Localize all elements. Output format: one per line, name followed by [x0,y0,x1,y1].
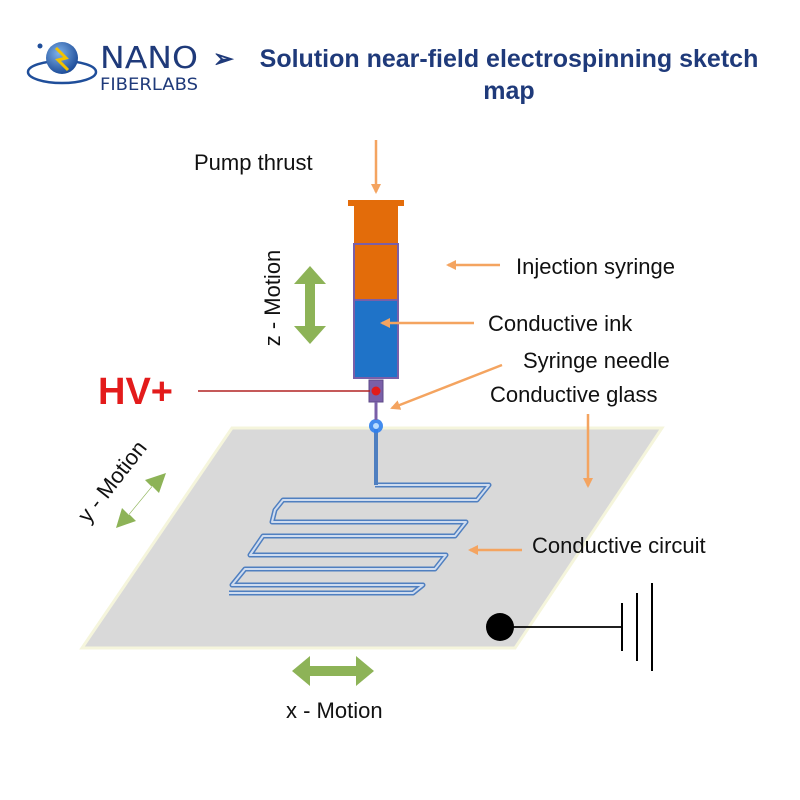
syringe-plunger-cap [348,200,404,206]
x-motion-label: x - Motion [286,698,383,723]
hv-label: HV+ [98,371,173,413]
pump-thrust-label: Pump thrust [194,150,313,175]
z-motion-label: z - Motion [260,250,285,347]
globe-icon [26,42,98,85]
z-motion-arrow [294,266,326,344]
page-title: Solution near-field electrospinning sket… [260,45,759,73]
logo: NANO FIBERLABS [26,41,198,95]
page-title-line2: map [483,77,534,105]
conductive-ink-label: Conductive ink [488,311,633,336]
logo-name: NANO [100,41,198,76]
pointer-arrows [371,140,593,555]
syringe-needle-arrow [390,363,503,410]
injection-syringe-label: Injection syringe [516,254,675,279]
syringe-needle-label: Syringe needle [523,348,670,373]
syringe-plunger [354,206,398,244]
syringe-barrel-top [353,243,399,301]
syringe-ink [353,299,399,379]
y-motion-arrow [116,473,166,528]
logo-subname: FIBERLABS [100,75,198,95]
y-motion-label: y - Motion [73,436,152,528]
conductive-circuit-inner [229,484,490,594]
title-bullet: ➢ [213,45,235,73]
conductive-glass-label: Conductive glass [490,382,658,407]
x-motion-arrow [292,656,374,686]
injection-syringe [348,200,404,420]
conductive-circuit-label: Conductive circuit [532,533,706,558]
needle-tip-dot [371,386,381,396]
ground-symbol [486,583,653,671]
